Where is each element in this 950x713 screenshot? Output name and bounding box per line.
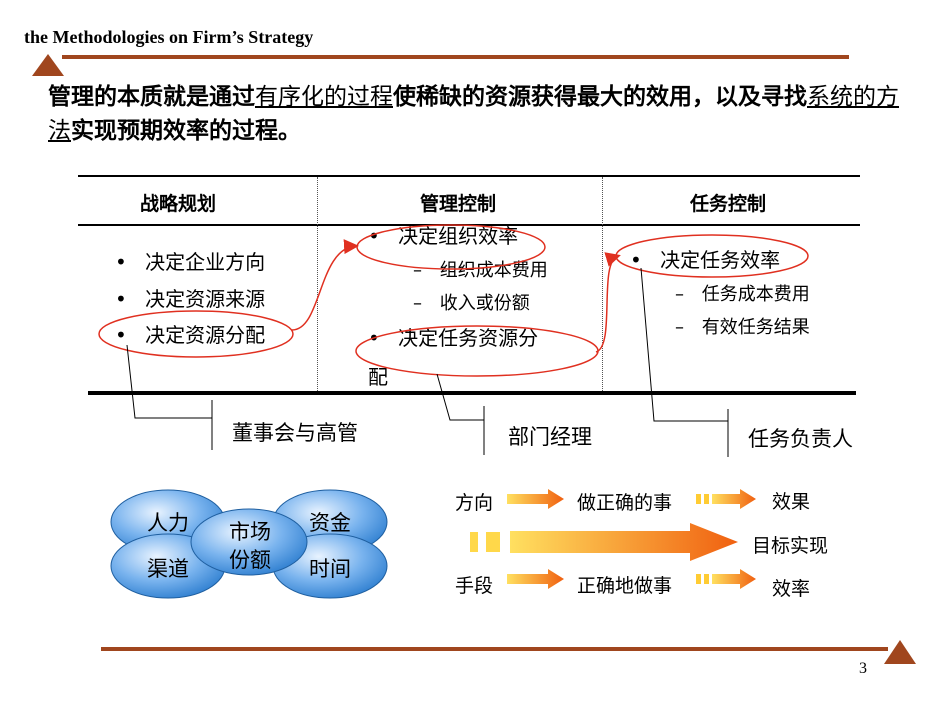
sub-list-item-label: 有效任务结果 — [701, 317, 810, 338]
list-item: • 决定资源来源 — [115, 283, 265, 312]
dash: – — [413, 260, 422, 281]
intro-text-1: 管理的本质就是通过 — [48, 84, 255, 110]
flow-label-effect: 效果 — [772, 491, 811, 513]
flow-dash-icon — [704, 574, 709, 584]
flow-dash-icon — [704, 494, 709, 504]
flow-arrow-icon — [712, 569, 756, 589]
list-item-label: 决定任务效率 — [660, 248, 781, 272]
sub-list-item: – 收入或份额 — [413, 289, 530, 315]
flow-arrow-icon — [507, 489, 564, 509]
resource-blob-market-share — [190, 508, 308, 576]
resource-cluster — [110, 489, 388, 599]
list-item: • 决定任务效率 — [630, 244, 780, 273]
list-item-label: 决定企业方向 — [145, 250, 266, 274]
list-item-label: 决定任务资源分 — [398, 326, 539, 350]
bullet: • — [115, 250, 127, 274]
sub-list-item: – 有效任务结果 — [675, 313, 810, 339]
bullet: • — [115, 287, 127, 311]
list-item: • 决定企业方向 — [115, 246, 265, 275]
role-label-task-owner: 任务负责人 — [748, 427, 853, 451]
table-bottom-rule — [88, 391, 856, 395]
column-divider-1 — [317, 177, 318, 391]
bullet: • — [368, 224, 380, 248]
intro-text-2: 使稀缺的资源获得最大的效用，以及寻找 — [393, 84, 807, 110]
sub-list-item-label: 任务成本费用 — [701, 284, 810, 305]
top-triangle-icon — [32, 54, 64, 76]
page-number: 3 — [859, 660, 867, 677]
column-heading-task: 任务控制 — [689, 193, 766, 215]
intro-underline-2: 系统的方法 — [48, 84, 899, 144]
flow-arrow-icon — [712, 489, 756, 509]
callout-line-board — [126, 344, 212, 419]
resource-label-time: 时间 — [309, 557, 351, 581]
resource-label-market-share-2: 份额 — [229, 548, 271, 572]
intro-underline-1: 有序化的过程 — [255, 84, 393, 110]
big-flow-dash-icon — [486, 532, 500, 552]
dash: – — [675, 317, 684, 338]
column-heading-strategy: 战略规划 — [139, 193, 216, 215]
intro-text-3: 实现预期效率的过程。 — [71, 118, 301, 144]
highlight-ellipse-resource-allocation — [98, 310, 294, 358]
sub-list-item-label: 收入或份额 — [439, 293, 530, 314]
bullet: • — [115, 323, 127, 347]
flow-dash-icon — [696, 574, 701, 584]
connector-arrow-2 — [595, 252, 621, 353]
bottom-triangle-icon — [884, 640, 916, 664]
list-item-continuation: 配 — [368, 365, 388, 389]
column-divider-2 — [602, 177, 603, 391]
resource-label-manpower: 人力 — [147, 511, 189, 535]
big-flow-dash-icon — [470, 532, 478, 552]
list-item-label: 决定资源来源 — [145, 287, 266, 311]
big-flow-arrow-icon — [510, 523, 738, 561]
callout-line-task — [640, 267, 728, 422]
sub-list-item: – 组织成本费用 — [413, 256, 548, 282]
dash: – — [675, 284, 684, 305]
flow-label-do-things-right: 正确地做事 — [577, 575, 673, 597]
flow-label-do-right-things: 做正确的事 — [577, 492, 673, 514]
table-top-rule — [78, 175, 860, 177]
presentation-title: the Methodologies on Firm’s Strategy — [24, 27, 314, 47]
flow-label-direction: 方向 — [455, 492, 494, 514]
top-rule — [62, 55, 849, 59]
bullet: • — [630, 248, 642, 272]
list-item-label: 决定资源分配 — [145, 323, 266, 347]
callout-line-dept — [436, 373, 484, 421]
resource-label-market-share-1: 市场 — [229, 520, 271, 544]
flow-label-efficiency: 效率 — [772, 578, 811, 600]
resource-label-channel: 渠道 — [147, 557, 189, 581]
flow-dash-icon — [696, 494, 701, 504]
role-label-board: 董事会与高管 — [232, 421, 358, 445]
flow-label-goal: 目标实现 — [752, 535, 829, 557]
flow-label-means: 手段 — [455, 575, 494, 597]
sub-list-item: – 任务成本费用 — [675, 280, 810, 306]
bottom-rule — [101, 647, 888, 651]
intro-paragraph: 管理的本质就是通过有序化的过程使稀缺的资源获得最大的效用，以及寻找系统的方法实现… — [48, 80, 908, 148]
flow-arrow-icon — [507, 569, 564, 589]
role-label-dept-manager: 部门经理 — [508, 425, 592, 449]
dash: – — [413, 293, 422, 314]
resource-label-capital: 资金 — [309, 511, 351, 535]
sub-list-item-label: 组织成本费用 — [439, 260, 548, 281]
column-heading-management: 管理控制 — [419, 193, 496, 215]
connector-arrow-1 — [291, 239, 359, 331]
list-item: • 决定资源分配 — [115, 319, 265, 348]
